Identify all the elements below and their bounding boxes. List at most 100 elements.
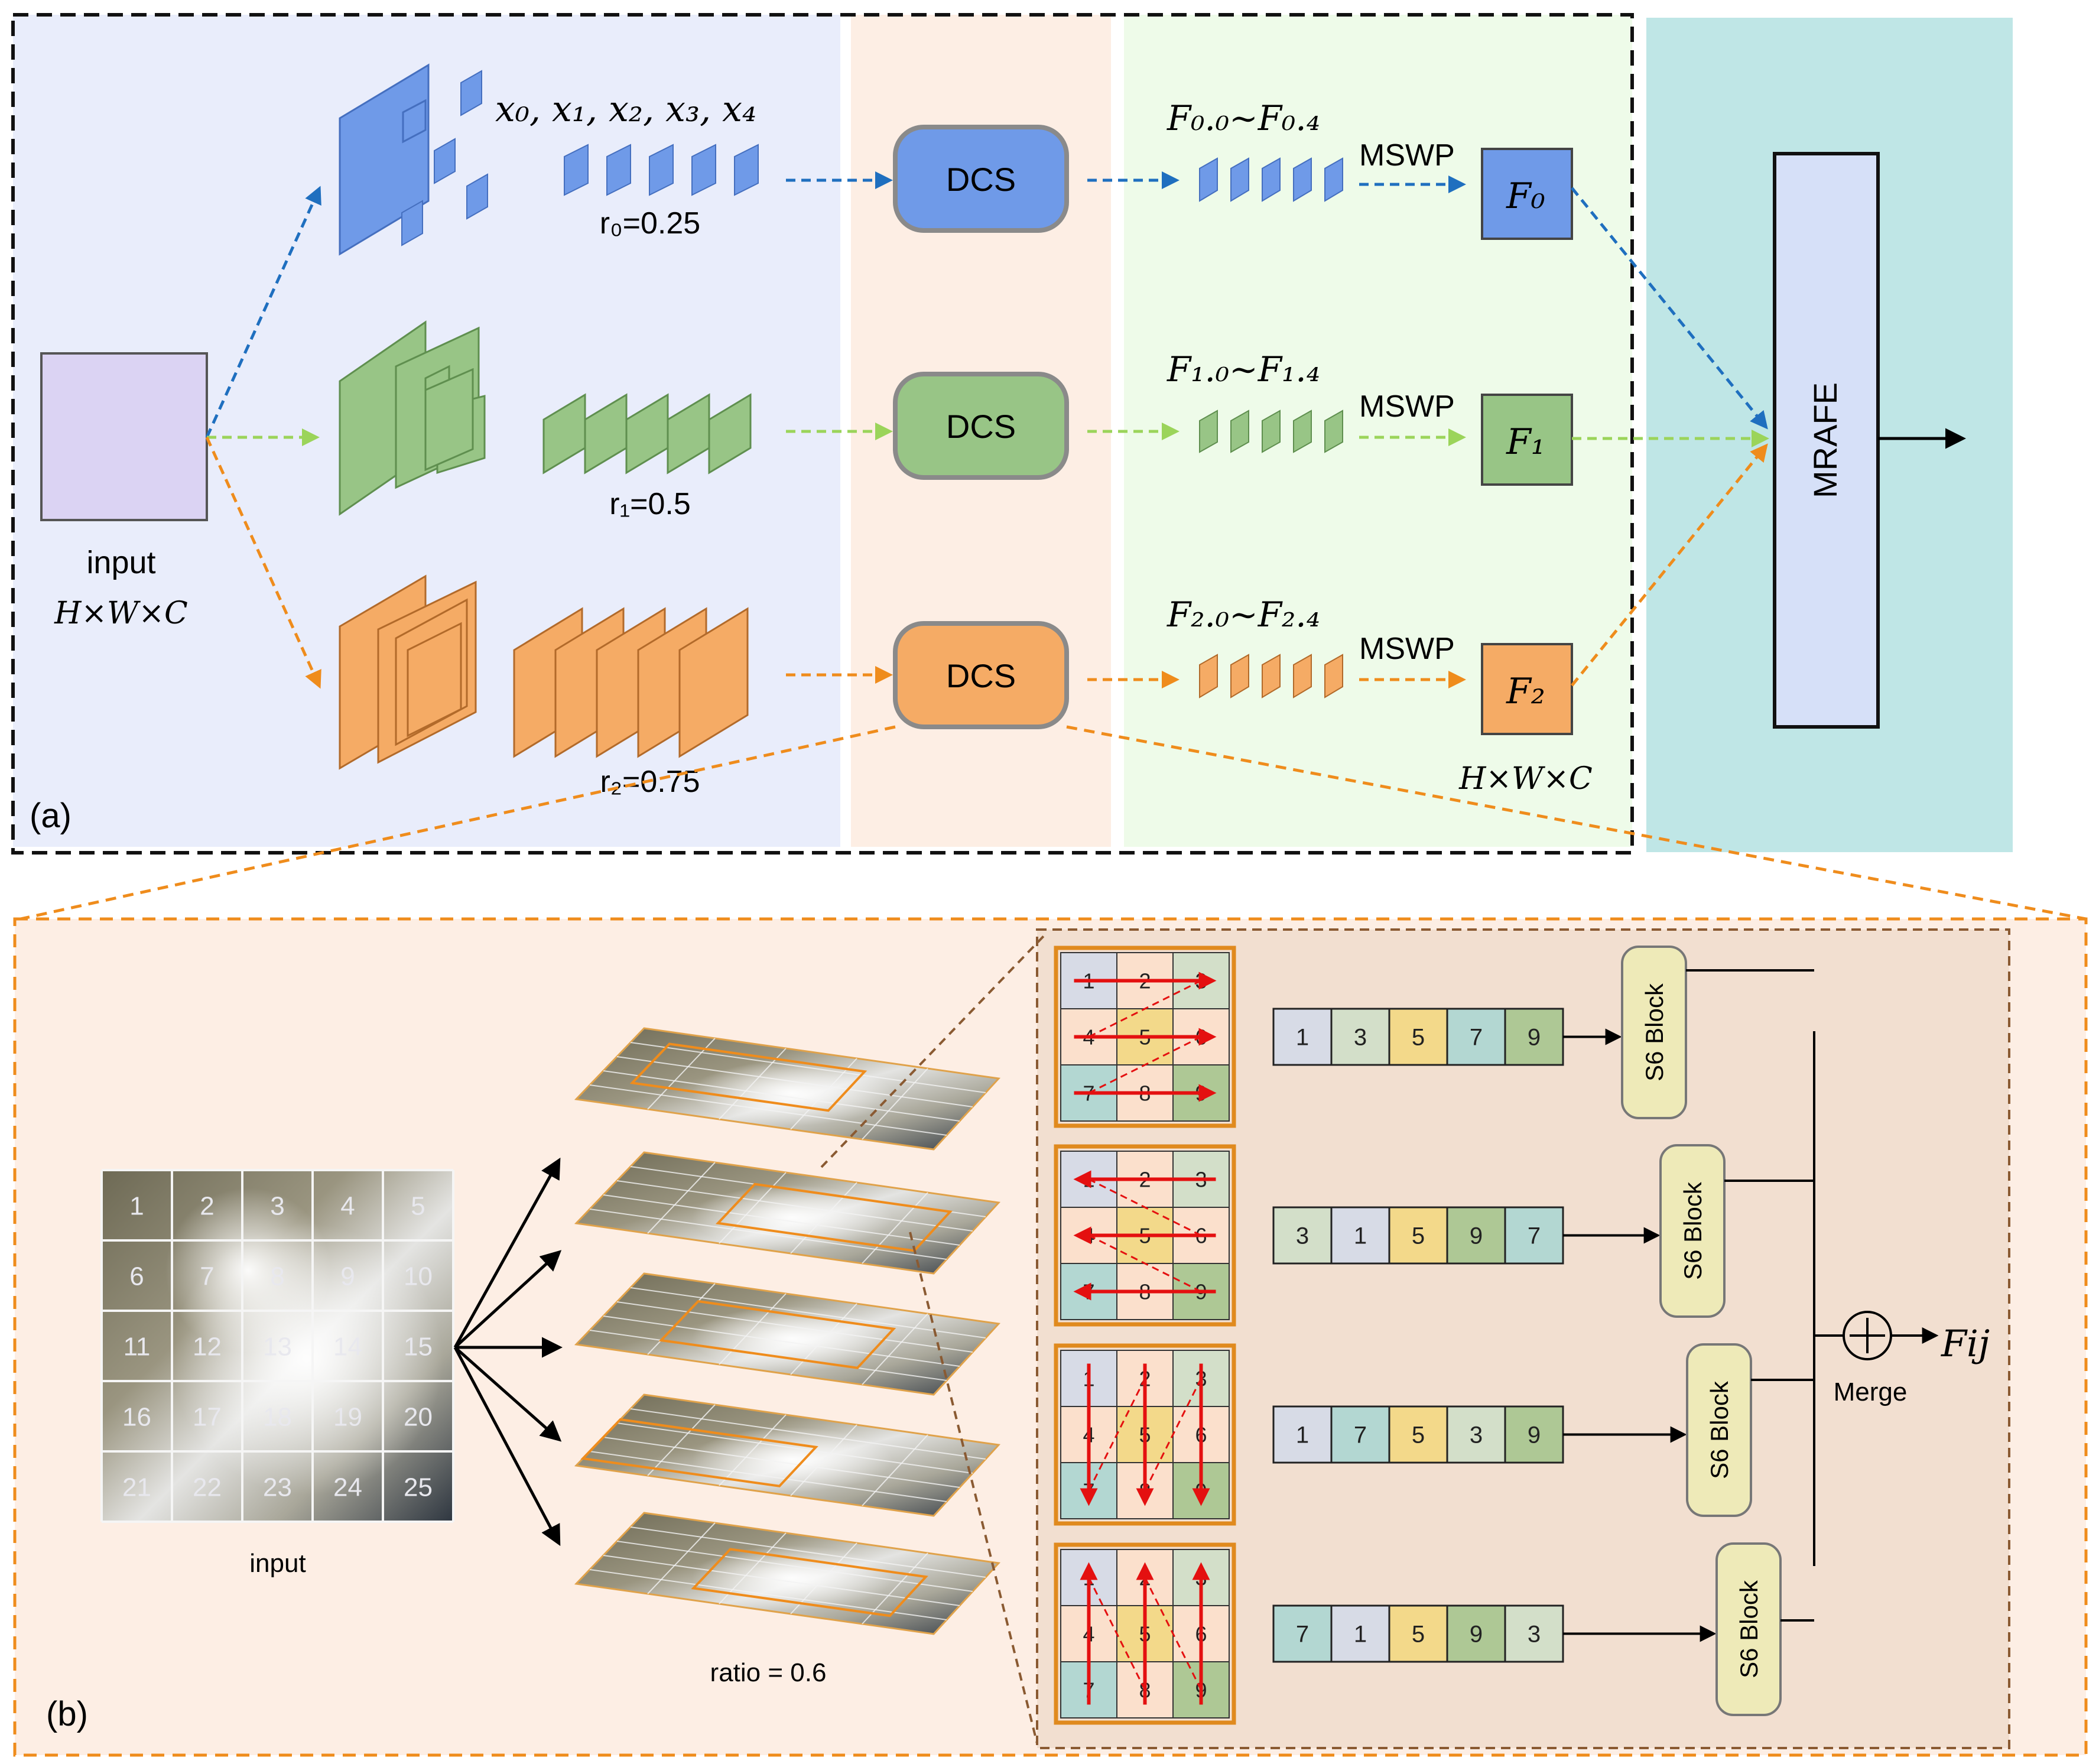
sequence-token: 9 xyxy=(1470,1223,1483,1249)
token-sequence: 1 3 5 7 9 xyxy=(1272,1008,1564,1066)
grid-cell-number: 7 xyxy=(200,1262,214,1291)
input-grid-lines xyxy=(100,1169,454,1523)
sequence-token: 5 xyxy=(1412,1622,1425,1648)
grid-cell-number: 23 xyxy=(263,1473,292,1502)
ratio-layer xyxy=(574,1393,1001,1517)
row-1: r₁=0.5 DCS F₁.₀∼F₁.₄ MSWP F₁ xyxy=(207,320,1769,521)
s6-block: S6 Block xyxy=(1715,1542,1782,1716)
grid-cell-number: 4 xyxy=(340,1192,355,1221)
samples-row1 xyxy=(542,393,752,475)
sequence-token: 7 xyxy=(1354,1422,1367,1448)
ratio-label-b: ratio = 0.6 xyxy=(710,1658,827,1687)
zoom-line-scan-top xyxy=(820,933,1047,1168)
dcs-label-2: DCS xyxy=(946,657,1016,694)
grid-cell-number: 12 xyxy=(193,1333,222,1362)
ratio-layer xyxy=(574,1027,1001,1151)
sequence-token: 3 xyxy=(1528,1622,1541,1648)
output-label-2: F₂ xyxy=(1506,671,1545,712)
samples-row2 xyxy=(513,607,749,758)
arrow-output0-to-mrafe xyxy=(1571,187,1768,430)
ratio-layer xyxy=(574,1512,1001,1635)
s6-block: S6 Block xyxy=(1621,946,1687,1119)
ratio-layer xyxy=(574,1151,1001,1275)
sequence-token: 3 xyxy=(1470,1422,1483,1448)
grid-cell-number: 9 xyxy=(340,1262,355,1291)
ratio-layers xyxy=(574,1027,1001,1635)
token-sequence: 3 1 5 9 7 xyxy=(1272,1206,1564,1265)
panel-a-label: (a) xyxy=(30,797,72,835)
sequence-token: 7 xyxy=(1470,1025,1483,1051)
grid-cell-number: 11 xyxy=(124,1333,151,1362)
sequence-token: 1 xyxy=(1354,1223,1367,1249)
grid-cell-number: 6 xyxy=(129,1262,144,1291)
row-0: x₀, x₁, x₂, x₃, x₄ r₀=0.25 DCS F₀.₀∼F₀.₄ xyxy=(205,63,1768,438)
sequence-token: 9 xyxy=(1528,1422,1541,1448)
input-label: input xyxy=(86,545,155,580)
grid-cell-number: 8 xyxy=(270,1262,284,1291)
sequence-token: 5 xyxy=(1412,1422,1425,1448)
grid-cell-number: 5 xyxy=(411,1192,425,1221)
output-block-2 xyxy=(1481,643,1573,735)
zoom-line-left xyxy=(20,725,896,921)
merge-label: Merge xyxy=(1834,1378,1908,1406)
grid-cell-number: 24 xyxy=(333,1473,362,1502)
ratio-label-0: r₀=0.25 xyxy=(600,206,700,241)
sequence-token: 1 xyxy=(1296,1422,1309,1448)
grid-cell-number: 16 xyxy=(122,1403,151,1432)
seq-row2 xyxy=(1199,654,1343,699)
input-dims: H×W×C xyxy=(54,596,188,631)
grid-cell-number: 25 xyxy=(404,1473,433,1502)
seq-row1 xyxy=(1199,410,1343,453)
arrow-output2-to-mrafe xyxy=(1571,443,1768,687)
seq-label-0: F₀.₀∼F₀.₄ xyxy=(1167,98,1320,138)
token-sequence: 1 7 5 3 9 xyxy=(1272,1405,1564,1464)
grid-cell-number: 17 xyxy=(193,1403,222,1432)
grid-cell-number: 19 xyxy=(333,1403,362,1432)
sequence-token: 9 xyxy=(1528,1025,1541,1051)
panel-a: input H×W×C x₀, x₁, x₂, x₃, x₄ r₀=0.25 D… xyxy=(11,13,2013,855)
dcs-label-0: DCS xyxy=(946,161,1016,198)
sequence-token: 9 xyxy=(1470,1622,1483,1648)
row-2: r₂=0.75 DCS F₂.₀∼F₂.₄ MSWP F₂ H×W×C xyxy=(205,436,1768,799)
mrafe-block xyxy=(1773,152,1880,729)
grid-cell-number: 14 xyxy=(333,1333,362,1362)
dcs-block-2 xyxy=(893,621,1069,729)
grid-cell-number: 1 xyxy=(129,1192,144,1221)
subsample-labels: x₀, x₁, x₂, x₃, x₄ xyxy=(495,89,756,130)
dcs-label-1: DCS xyxy=(946,408,1016,445)
input-label-b: input xyxy=(249,1549,306,1578)
sequence-token: 5 xyxy=(1412,1025,1425,1051)
panel-a-border xyxy=(11,13,1634,855)
merge-output-label: Fij xyxy=(1941,1322,1990,1365)
s6-block-label: S6 Block xyxy=(1679,1181,1707,1280)
s6-block-label: S6 Block xyxy=(1735,1580,1763,1678)
s6-block-label: S6 Block xyxy=(1640,983,1668,1081)
grid-cell-number: 22 xyxy=(193,1473,222,1502)
zoom-line-right xyxy=(1066,725,2087,921)
patch xyxy=(401,200,423,246)
sequence-token: 7 xyxy=(1528,1223,1541,1249)
fan-arrows xyxy=(453,1157,563,1547)
seq-label-1: F₁.₀∼F₁.₄ xyxy=(1167,349,1320,389)
panel-b-label: (b) xyxy=(46,1695,88,1733)
patch-stack-0 xyxy=(339,63,430,256)
grid-cell-number: 18 xyxy=(263,1403,292,1432)
sequence-token: 5 xyxy=(1412,1223,1425,1249)
output-label-1: F₁ xyxy=(1506,421,1545,463)
dcs-block-0 xyxy=(893,125,1069,233)
s6-block: S6 Block xyxy=(1659,1144,1726,1318)
output-dims: H×W×C xyxy=(1458,761,1593,797)
sequence-token: 3 xyxy=(1296,1223,1309,1249)
sequence-token: 1 xyxy=(1296,1025,1309,1051)
ratio-layer xyxy=(574,1272,1001,1396)
seq-row0 xyxy=(1199,157,1343,202)
grid-cell-number: 3 xyxy=(270,1192,284,1221)
sequence-token: 3 xyxy=(1354,1025,1367,1051)
patch xyxy=(434,138,456,184)
